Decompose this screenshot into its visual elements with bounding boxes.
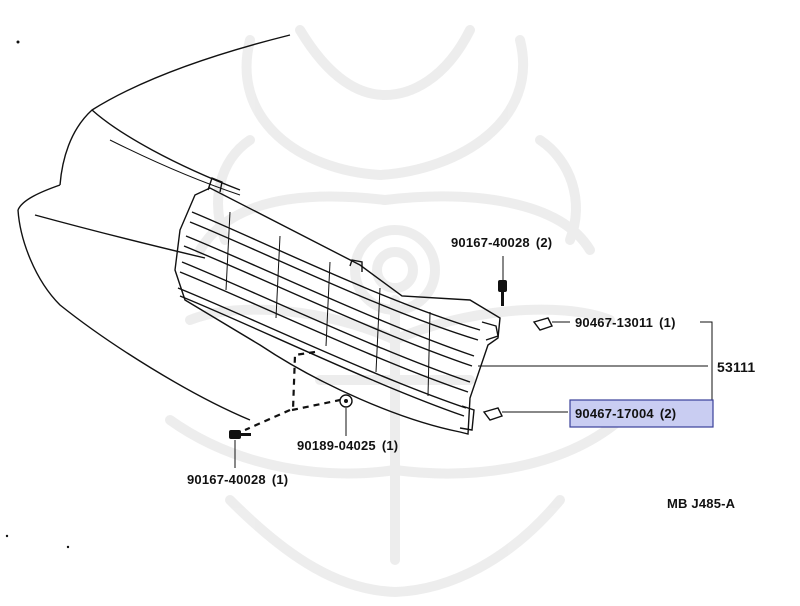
highlight-box — [569, 399, 714, 428]
radiator-grille — [174, 177, 501, 435]
clip-upper — [532, 317, 553, 331]
callout-label-5[interactable]: 90189-04025(1) — [297, 438, 398, 453]
scan-specks — [5, 40, 70, 549]
callout-label-6[interactable]: 90167-40028(1) — [187, 472, 288, 487]
car-body-outline — [17, 34, 291, 421]
screw-top — [498, 280, 507, 306]
clip-lower — [482, 407, 503, 421]
callout-label-1[interactable]: 90167-40028(2) — [451, 235, 552, 250]
install-guide-dashes — [244, 350, 341, 432]
screw-bottom — [229, 430, 251, 439]
nut — [339, 394, 353, 408]
callout-label-4[interactable]: 90467-17004(2) — [575, 406, 676, 421]
callout-label-3[interactable]: 53111 — [717, 359, 755, 375]
drawing-code: MB J485-A — [667, 496, 736, 511]
callout-label-2[interactable]: 90467-13011(1) — [575, 315, 676, 330]
